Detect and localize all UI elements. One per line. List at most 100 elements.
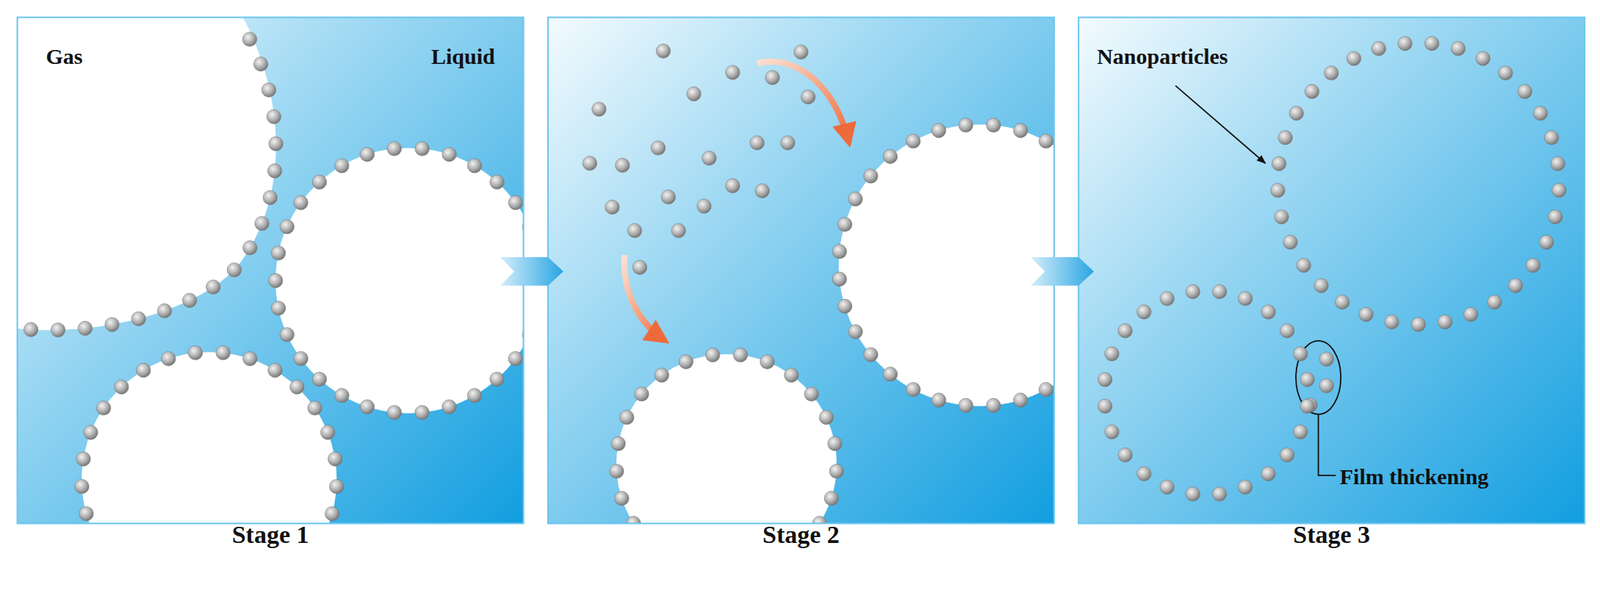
nanoparticle [359, 146, 374, 161]
nanoparticle [1397, 35, 1412, 50]
nanoparticle [442, 399, 457, 414]
nanoparticle [415, 405, 430, 420]
nanoparticle [253, 56, 268, 71]
nanoparticle [905, 382, 920, 396]
nanoparticle [268, 362, 283, 377]
nanoparticle [678, 354, 693, 369]
nanoparticle [800, 89, 815, 104]
nanoparticle [1185, 487, 1200, 502]
nanoparticle [261, 83, 276, 97]
nanoparticle [829, 464, 844, 479]
nanoparticle [267, 163, 282, 178]
nanoparticle [1498, 66, 1513, 81]
nanoparticle [1185, 284, 1200, 299]
nanoparticle [592, 102, 607, 117]
nanoparticle [1346, 51, 1361, 66]
nanoparticle [609, 464, 624, 479]
nanoparticle [1013, 123, 1028, 138]
nanoparticle [1450, 41, 1465, 56]
liquid-label: Liquid [431, 44, 496, 70]
nanoparticle [329, 478, 344, 493]
nanoparticle [312, 174, 327, 189]
nanoparticle [206, 279, 221, 294]
nanoparticle [293, 195, 308, 210]
nanoparticle [215, 345, 230, 360]
nanoparticle [334, 158, 349, 173]
nanoparticle [1300, 372, 1315, 387]
nanoparticle [1437, 314, 1452, 329]
nanoparticle [832, 271, 847, 286]
nanoparticle [334, 388, 349, 403]
nanoparticle [489, 371, 504, 386]
nanoparticle [114, 379, 129, 394]
nanoparticle [671, 223, 686, 238]
nanoparticle [705, 347, 720, 362]
nanoparticle [819, 409, 834, 424]
stage-arrow [1030, 257, 1094, 286]
nanoparticle [1334, 295, 1349, 310]
nanoparticle [279, 327, 294, 342]
nanoparticle [1279, 323, 1294, 338]
nanoparticle [1289, 105, 1304, 120]
nanoparticle [725, 178, 740, 193]
nanoparticle [661, 189, 676, 204]
film-thickening-label: Film thickening [1339, 464, 1490, 490]
stage-arrow [500, 257, 564, 286]
nanoparticle [634, 387, 649, 402]
nanoparticle [489, 174, 504, 189]
nanoparticle [1517, 84, 1532, 99]
nanoparticle [697, 199, 712, 214]
nanoparticle [1296, 257, 1311, 272]
nanoparticle [161, 351, 176, 366]
nanoparticle [266, 109, 281, 124]
nanoparticle [654, 368, 669, 383]
nanoparticle [467, 158, 482, 173]
nanoparticle [1552, 182, 1567, 197]
nanoparticle [1424, 35, 1439, 50]
nanoparticle [863, 168, 878, 183]
nanoparticle [1137, 466, 1152, 481]
nanoparticle [307, 401, 322, 416]
nanoparticle [1237, 291, 1252, 306]
nanoparticle [755, 183, 770, 198]
nanoparticle [1137, 304, 1152, 319]
nanoparticle [1533, 105, 1548, 120]
nanoparticle [23, 322, 38, 337]
nanoparticle [1539, 235, 1553, 250]
nanoparticle [1159, 479, 1174, 494]
nanoparticle [1475, 51, 1490, 66]
nanoparticle [1118, 323, 1133, 338]
nanoparticle [131, 311, 146, 326]
nanoparticle [1411, 317, 1426, 332]
nanoparticle [1300, 398, 1315, 413]
nanoparticle [1097, 372, 1112, 387]
nanoparticle [1293, 346, 1308, 361]
nanoparticle [136, 362, 151, 377]
nanoparticle [415, 141, 430, 156]
nanoparticle [794, 44, 809, 59]
nanoparticle [508, 195, 523, 210]
nanoparticle [1324, 66, 1339, 81]
nanoparticle [359, 399, 374, 414]
nanoparticle [1319, 351, 1334, 366]
nanoparticle [1550, 156, 1565, 171]
nanoparticle [1487, 295, 1502, 310]
panel [17, 17, 524, 524]
nanoparticle [105, 317, 120, 332]
nanoparticle [262, 190, 277, 205]
nanoparticle [271, 301, 286, 316]
nanoparticle [293, 351, 308, 366]
nanoparticle [883, 367, 897, 382]
nanoparticle [1038, 382, 1053, 396]
nanoparticle [614, 491, 629, 506]
nanoparticle [804, 387, 819, 402]
nanoparticle [254, 215, 269, 230]
nanoparticle [827, 436, 842, 451]
nanoparticle [837, 298, 852, 313]
nanoparticle [632, 260, 647, 275]
nanoparticle [958, 118, 973, 133]
nanoparticle [1314, 278, 1329, 293]
nanoparticle [1212, 487, 1227, 502]
